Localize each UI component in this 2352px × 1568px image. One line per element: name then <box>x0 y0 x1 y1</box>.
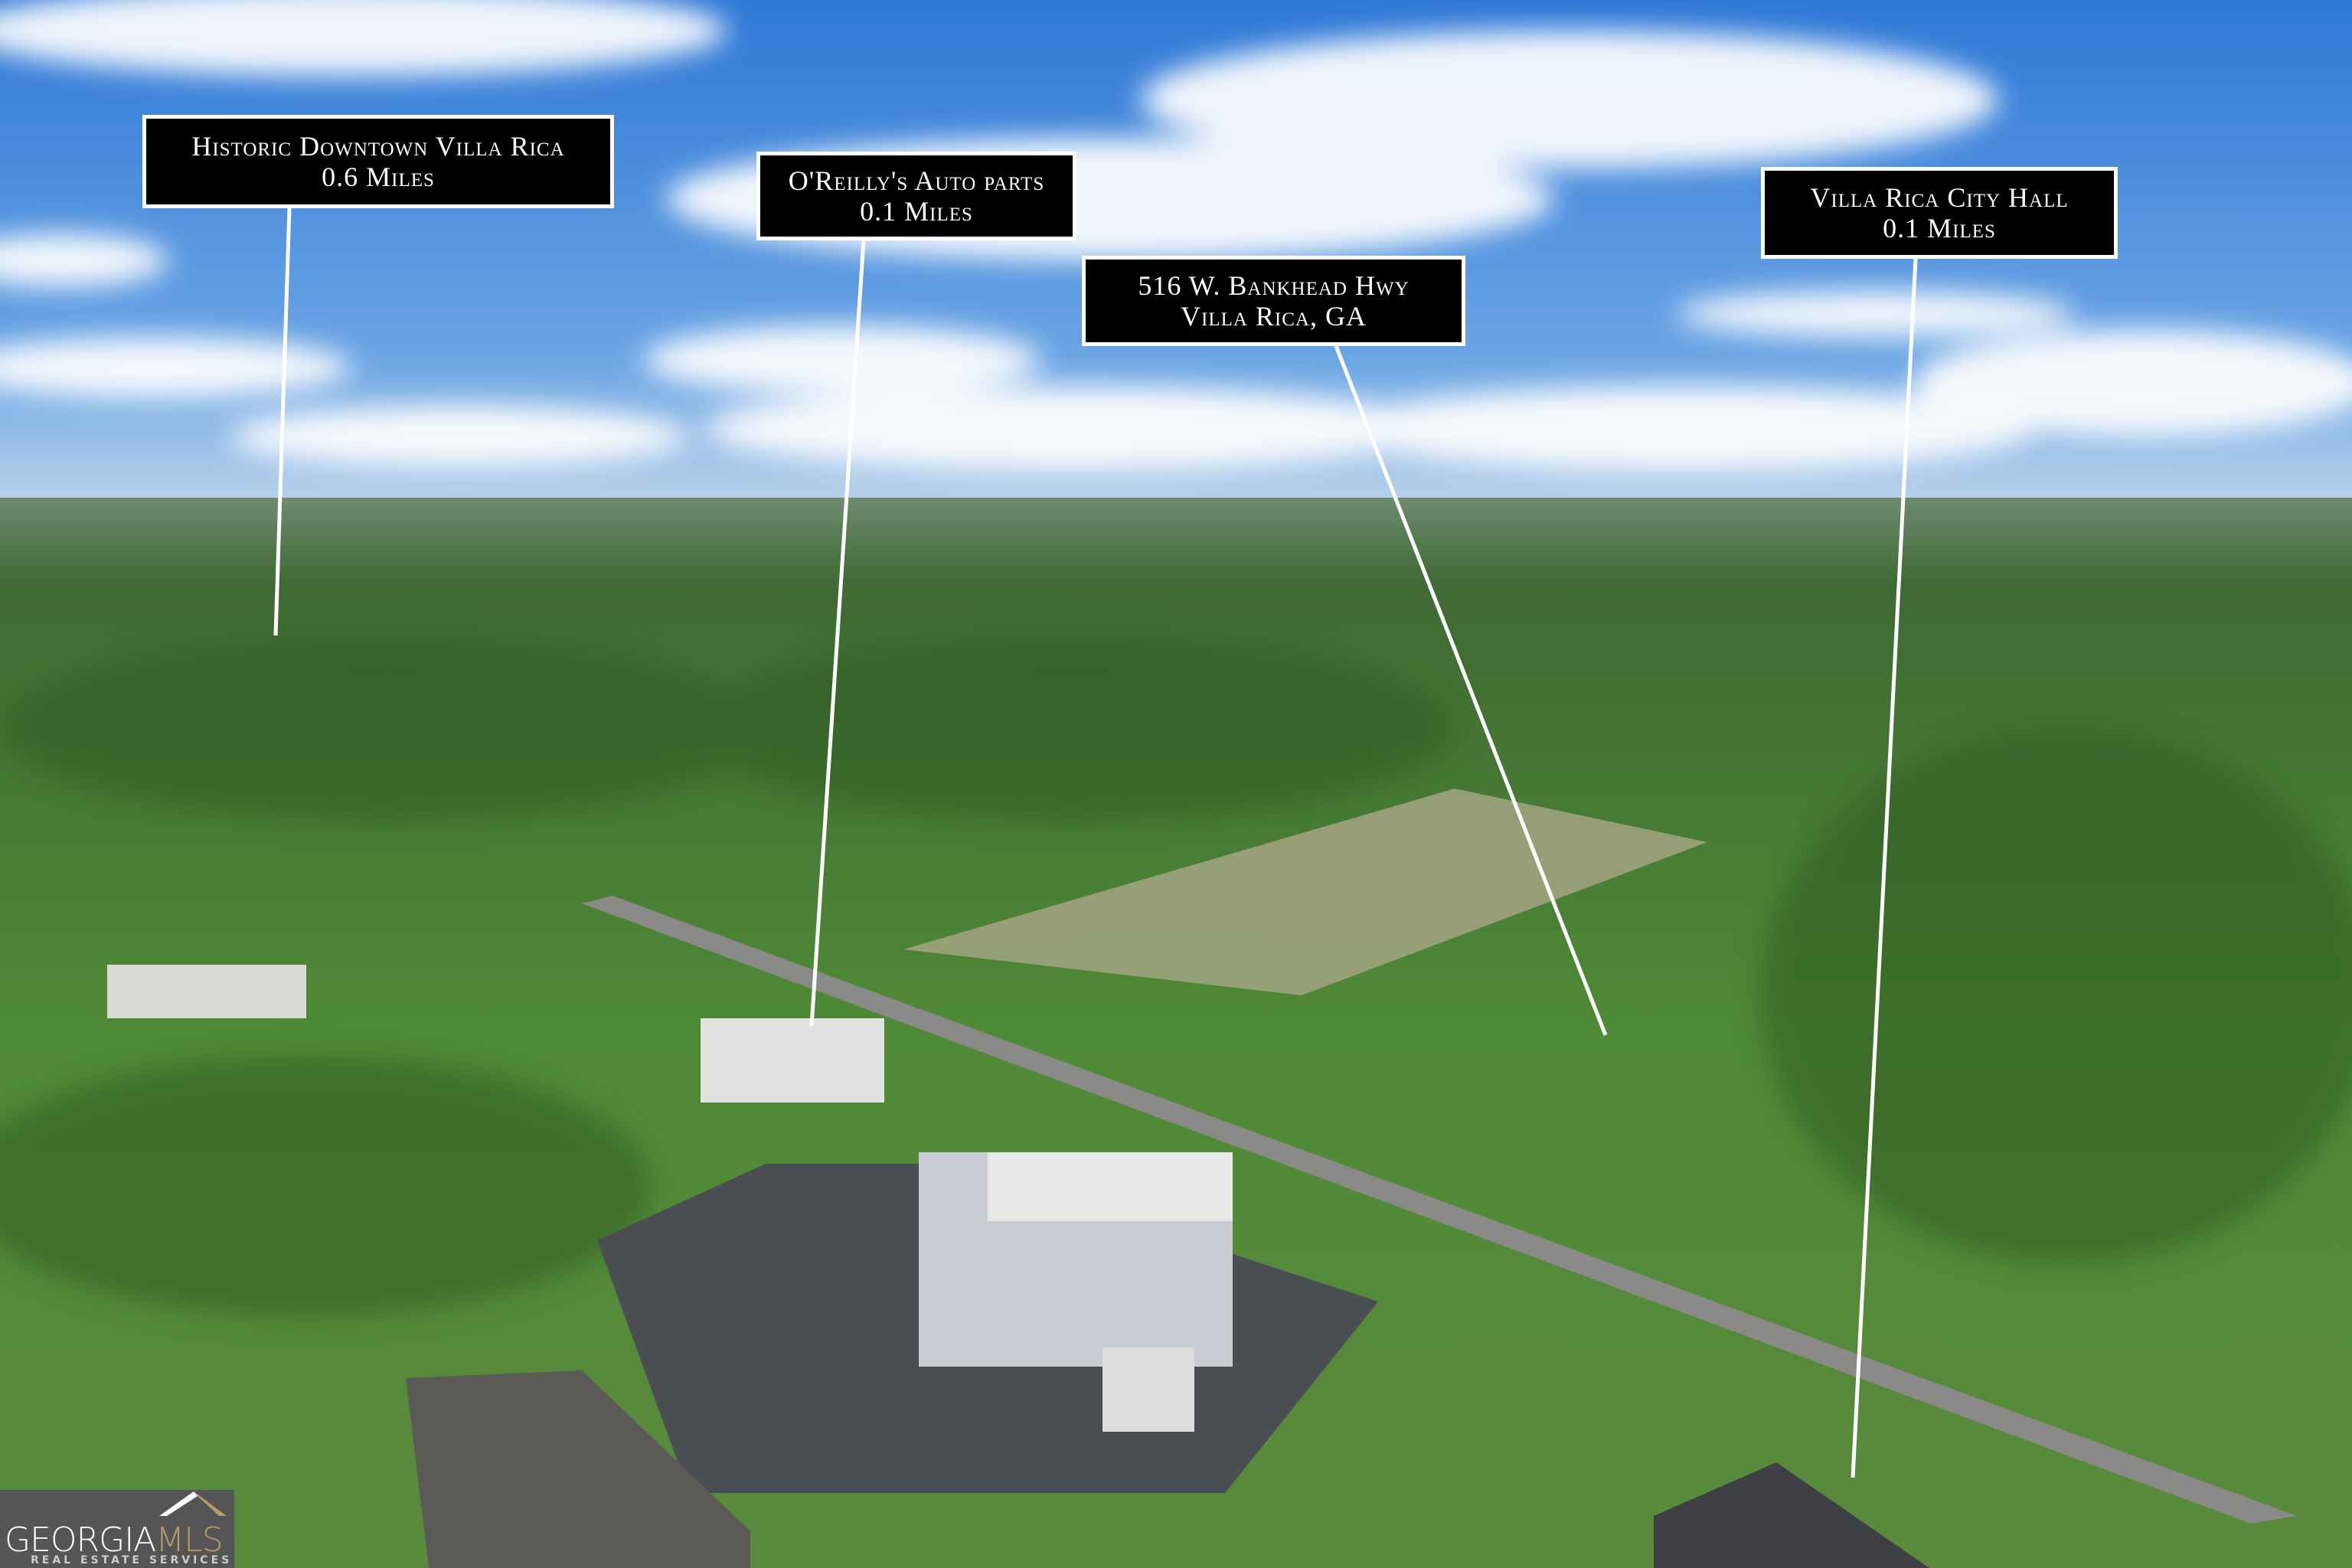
label-title: Historic Downtown Villa Rica <box>191 131 565 162</box>
clouds <box>0 0 2352 471</box>
label-distance: 0.6 Miles <box>322 162 435 192</box>
house-roof <box>406 1370 750 1568</box>
label-city-hall: Villa Rica City Hall 0.1 Miles <box>1761 167 2118 259</box>
label-distance: 0.1 Miles <box>860 196 973 227</box>
logo-tagline: REAL ESTATE SERVICES <box>31 1554 233 1566</box>
roof-icon <box>159 1491 227 1516</box>
label-title: O'Reilly's Auto parts <box>788 165 1045 196</box>
cemetery <box>903 789 1707 995</box>
label-title: Villa Rica City Hall <box>1810 182 2069 213</box>
label-distance: 0.1 Miles <box>1883 213 1996 243</box>
label-property-address: 516 W. Bankhead Hwy Villa Rica, GA <box>1082 256 1465 346</box>
store-roof <box>701 1018 884 1102</box>
tree-canopy <box>0 635 2352 1317</box>
main-road <box>582 896 2297 1524</box>
label-historic-downtown: Historic Downtown Villa Rica 0.6 Miles <box>142 115 614 208</box>
label-oreillys: O'Reilly's Auto parts 0.1 Miles <box>756 152 1076 240</box>
logo-wordmark: GEORGIAMLS <box>5 1521 224 1560</box>
label-title: 516 W. Bankhead Hwy <box>1138 270 1410 301</box>
label-distance: Villa Rica, GA <box>1181 301 1367 332</box>
georgia-mls-logo: GEORGIAMLS REAL ESTATE SERVICES <box>0 1490 234 1568</box>
